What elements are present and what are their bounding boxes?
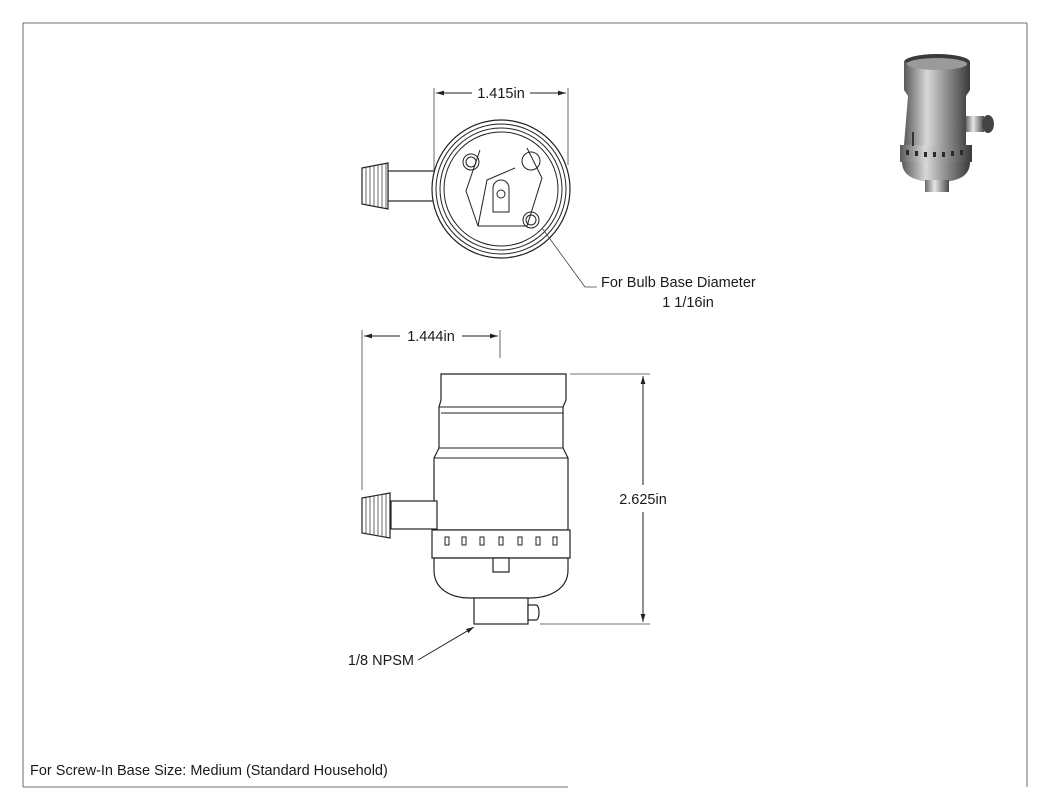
socket-3d-preview-icon bbox=[900, 54, 994, 192]
top-view: 1.415in bbox=[361, 86, 756, 311]
thread-callout: 1/8 NPSM bbox=[348, 653, 414, 669]
dimension-top-width: 1.415in bbox=[477, 86, 525, 102]
side-view: 1.444in 2.625in bbox=[348, 329, 667, 669]
ring-slots bbox=[444, 536, 558, 546]
base-size-note: For Screw-In Base Size: Medium (Standard… bbox=[30, 763, 388, 779]
side-width-dimension: 1.444in bbox=[361, 329, 501, 490]
dimension-height: 2.625in bbox=[619, 492, 667, 508]
top-view-socket bbox=[431, 119, 571, 259]
sheet-border bbox=[22, 22, 1028, 788]
thread-leader bbox=[417, 626, 475, 661]
bulb-base-leader bbox=[541, 227, 597, 288]
dimension-side-width: 1.444in bbox=[407, 329, 455, 345]
side-view-body bbox=[361, 373, 571, 625]
bulb-base-callout-line1: For Bulb Base Diameter bbox=[601, 275, 756, 291]
top-view-knob bbox=[361, 162, 437, 210]
bulb-base-callout-line2: 1 1/16in bbox=[662, 295, 714, 311]
top-width-dimension: 1.415in bbox=[433, 86, 569, 170]
height-dimension: 2.625in bbox=[540, 373, 667, 625]
